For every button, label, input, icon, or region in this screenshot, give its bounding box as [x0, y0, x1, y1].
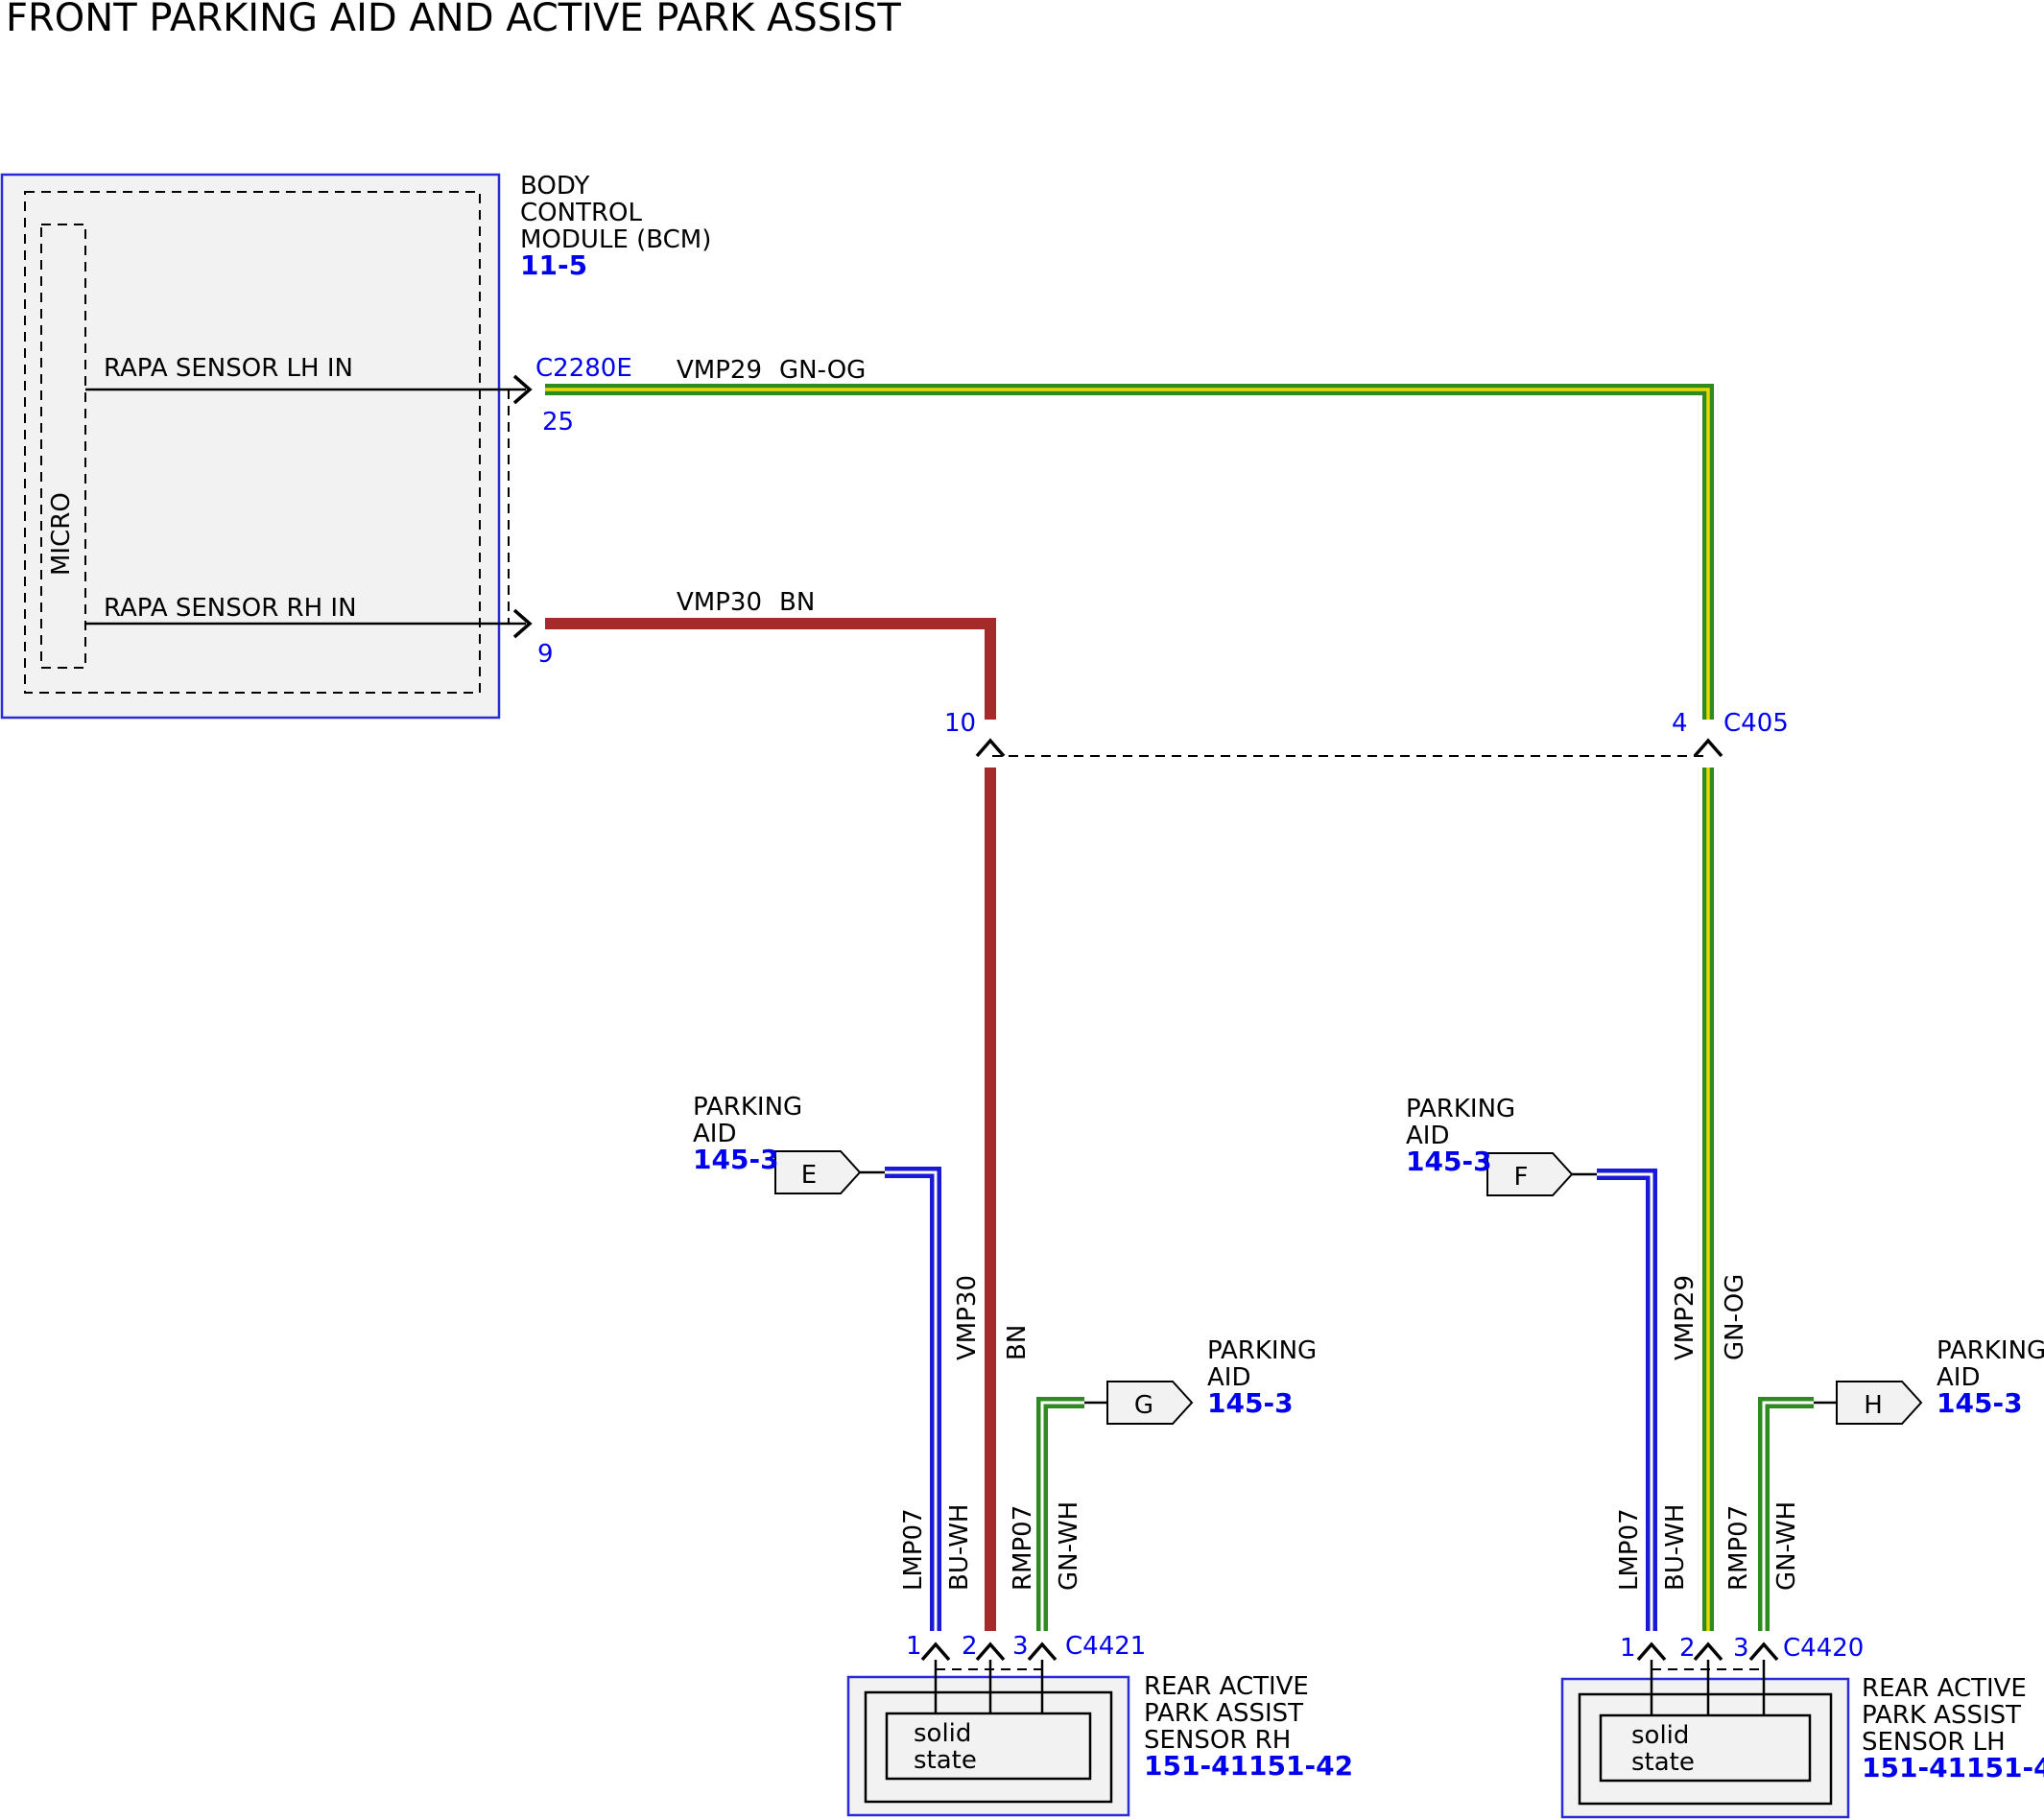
- c4420-pin-3-arrow[interactable]: [1748, 1642, 1779, 1662]
- wire-vmp29-color-label: GN-OG: [779, 356, 866, 385]
- c4420-pin-1-arrow[interactable]: [1636, 1642, 1667, 1662]
- sensor-lh-inner-line1: solid: [1631, 1721, 1689, 1750]
- sensor-lh-module[interactable]: solid state: [1560, 1660, 1850, 1819]
- ref-f-link[interactable]: 145-3: [1406, 1146, 1492, 1177]
- c405-pin-10: 10: [944, 709, 976, 738]
- ref-h-link[interactable]: 145-3: [1937, 1387, 2023, 1419]
- c4420-pin-2-arrow[interactable]: [1693, 1642, 1723, 1662]
- ref-tag-h-letter: H: [1864, 1391, 1883, 1420]
- sensor-rh-inner-line1: solid: [914, 1719, 971, 1748]
- ref-e-line1: PARKING: [693, 1093, 802, 1122]
- wire-rmp07-lh[interactable]: [1758, 1397, 1814, 1631]
- wire-vmp30-vertical-circuit: VMP30: [953, 1275, 982, 1360]
- c405-pin-10-arrow[interactable]: [975, 738, 1006, 758]
- sensor-lh-name-line1: REAR ACTIVE: [1862, 1674, 2027, 1703]
- ref-tag-g[interactable]: G: [1084, 1381, 1194, 1425]
- c4420-pin-2: 2: [1679, 1634, 1696, 1663]
- c2280e-connector-label[interactable]: C2280E: [535, 354, 632, 383]
- ref-tag-f-letter: F: [1514, 1163, 1529, 1192]
- ref-h-line1: PARKING: [1937, 1336, 2044, 1365]
- ref-f-line2: AID: [1406, 1122, 1449, 1150]
- c4421-pin-3-arrow[interactable]: [1027, 1642, 1058, 1662]
- ref-tag-h[interactable]: H: [1814, 1381, 1923, 1425]
- micro-block: [40, 224, 86, 669]
- sensor-lh-name-line3: SENSOR LH: [1862, 1728, 2006, 1757]
- ref-e-link[interactable]: 145-3: [693, 1144, 779, 1175]
- ref-tag-g-letter: G: [1134, 1391, 1153, 1420]
- c4421-pin-3: 3: [1012, 1632, 1029, 1661]
- bcm-ref-link[interactable]: 11-5: [520, 249, 587, 281]
- c405-pin-4-arrow[interactable]: [1693, 738, 1723, 758]
- rapa-rh-label: RAPA SENSOR RH IN: [104, 594, 357, 623]
- rh-lmp07-color: BU-WH: [945, 1504, 974, 1591]
- sensor-rh-name-line3: SENSOR RH: [1144, 1726, 1291, 1755]
- wire-vmp29-gn-og[interactable]: [545, 384, 1714, 1631]
- sensor-rh-name-line2: PARK ASSIST: [1144, 1699, 1303, 1728]
- lh-lmp07-color: BU-WH: [1661, 1504, 1690, 1591]
- ref-h-line2: AID: [1937, 1363, 1980, 1392]
- ref-f-line1: PARKING: [1406, 1095, 1515, 1123]
- sensor-rh-name-line1: REAR ACTIVE: [1144, 1672, 1309, 1701]
- sensor-lh-name-line2: PARK ASSIST: [1862, 1701, 2021, 1730]
- rh-rmp07-circuit: RMP07: [1009, 1505, 1037, 1591]
- sensor-rh-ref-link[interactable]: 151-41151-42: [1144, 1750, 1353, 1782]
- c405-connector-label[interactable]: C405: [1723, 709, 1789, 738]
- bcm-name-line2: CONTROL: [520, 199, 642, 227]
- c405-pin-4: 4: [1672, 709, 1688, 738]
- rapa-lh-label: RAPA SENSOR LH IN: [104, 354, 353, 383]
- c2280e-pin-9: 9: [537, 640, 554, 669]
- c4420-pin-3: 3: [1733, 1634, 1749, 1663]
- micro-label: MICRO: [47, 492, 76, 576]
- c4421-pin-1-arrow[interactable]: [920, 1642, 951, 1662]
- c2280e-pin-25-arrow[interactable]: [512, 374, 533, 405]
- wire-vmp30-vertical-color: BN: [1003, 1325, 1032, 1360]
- c4421-pin-2-arrow[interactable]: [975, 1642, 1006, 1662]
- lh-lmp07-circuit: LMP07: [1615, 1508, 1644, 1591]
- lh-rmp07-color: GN-WH: [1772, 1501, 1801, 1591]
- c2280e-pin-25: 25: [542, 408, 574, 437]
- c2280e-pin-9-arrow[interactable]: [512, 608, 533, 639]
- ref-tag-f[interactable]: F: [1486, 1152, 1597, 1196]
- ref-g-link[interactable]: 145-3: [1207, 1387, 1294, 1419]
- bcm-name-line3: MODULE (BCM): [520, 225, 711, 254]
- ref-g-line2: AID: [1207, 1363, 1250, 1392]
- sensor-lh-inner-line2: state: [1631, 1748, 1695, 1777]
- ref-e-line2: AID: [693, 1120, 736, 1148]
- wire-rmp07-rh[interactable]: [1036, 1397, 1084, 1631]
- wire-vmp30-circuit-label: VMP30: [677, 588, 762, 617]
- ref-tag-e[interactable]: E: [774, 1150, 885, 1194]
- ref-g-line1: PARKING: [1207, 1336, 1317, 1365]
- bcm-module[interactable]: MICRO: [0, 173, 501, 720]
- c4420-connector-label[interactable]: C4420: [1783, 1634, 1864, 1663]
- diagram-title: FRONT PARKING AID AND ACTIVE PARK ASSIST: [6, 0, 901, 40]
- wire-lmp07-lh[interactable]: [1597, 1169, 1657, 1631]
- wire-lmp07-rh[interactable]: [885, 1167, 941, 1631]
- c4421-pin-1: 1: [906, 1632, 922, 1661]
- rh-rmp07-color: GN-WH: [1055, 1501, 1083, 1591]
- wire-vmp29-vertical-circuit: VMP29: [1671, 1275, 1699, 1360]
- rh-lmp07-circuit: LMP07: [899, 1508, 928, 1591]
- wire-vmp30-color-label: BN: [779, 588, 815, 617]
- wire-vmp29-vertical-color: GN-OG: [1721, 1274, 1749, 1360]
- c4420-pin-1: 1: [1620, 1634, 1636, 1663]
- ref-tag-e-letter: E: [801, 1161, 817, 1190]
- c4421-connector-label[interactable]: C4421: [1065, 1632, 1146, 1661]
- wire-vmp30-bn[interactable]: [545, 618, 996, 1631]
- sensor-lh-ref-link[interactable]: 151-41151-42: [1862, 1752, 2044, 1784]
- sensor-rh-module[interactable]: solid state: [846, 1660, 1130, 1817]
- wire-vmp29-circuit-label: VMP29: [677, 356, 762, 385]
- bcm-name-line1: BODY: [520, 172, 589, 201]
- lh-rmp07-circuit: RMP07: [1724, 1505, 1753, 1591]
- sensor-rh-inner-line2: state: [914, 1746, 977, 1775]
- c4421-pin-2: 2: [962, 1632, 978, 1661]
